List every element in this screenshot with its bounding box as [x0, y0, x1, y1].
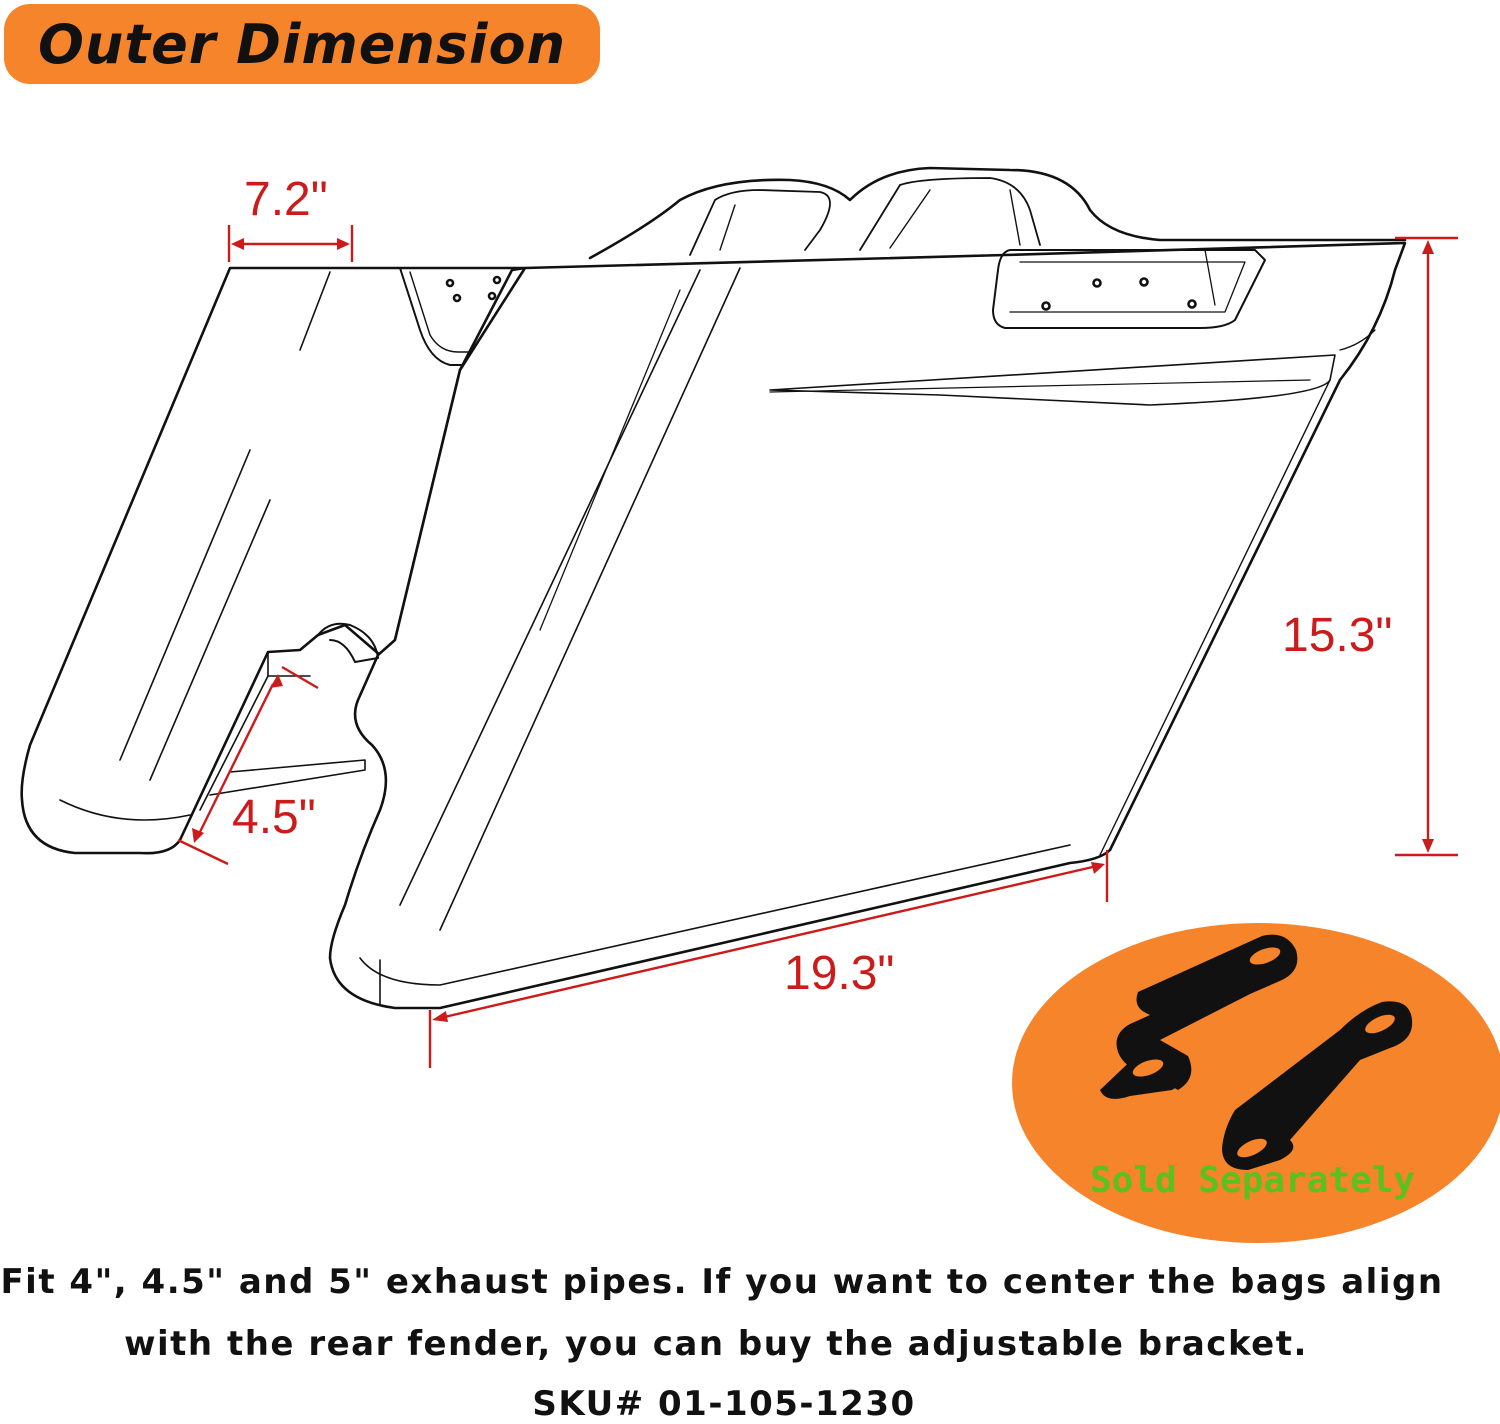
footer-line-1: Fit 4", 4.5" and 5" exhaust pipes. If yo…: [0, 1262, 1444, 1302]
dimension-length: 19.3": [784, 947, 895, 1000]
sold-separately-note: Sold Separately: [1090, 1160, 1416, 1201]
accessory-badge: [1012, 923, 1500, 1243]
dimension-top-width: 7.2": [244, 173, 328, 226]
page-title: Outer Dimension: [37, 12, 567, 76]
saddlebag-outline: [20, 166, 1407, 1010]
dimension-lines: [177, 225, 1458, 1068]
footer-line-2: with the rear fender, you can buy the ad…: [124, 1324, 1308, 1364]
title-badge: Outer Dimension: [4, 4, 600, 84]
bracket-icon: [1100, 934, 1413, 1170]
dimension-height: 15.3": [1282, 609, 1393, 662]
dimension-cutout: 4.5": [232, 791, 316, 844]
sku-label: SKU# 01-105-1230: [532, 1384, 916, 1424]
